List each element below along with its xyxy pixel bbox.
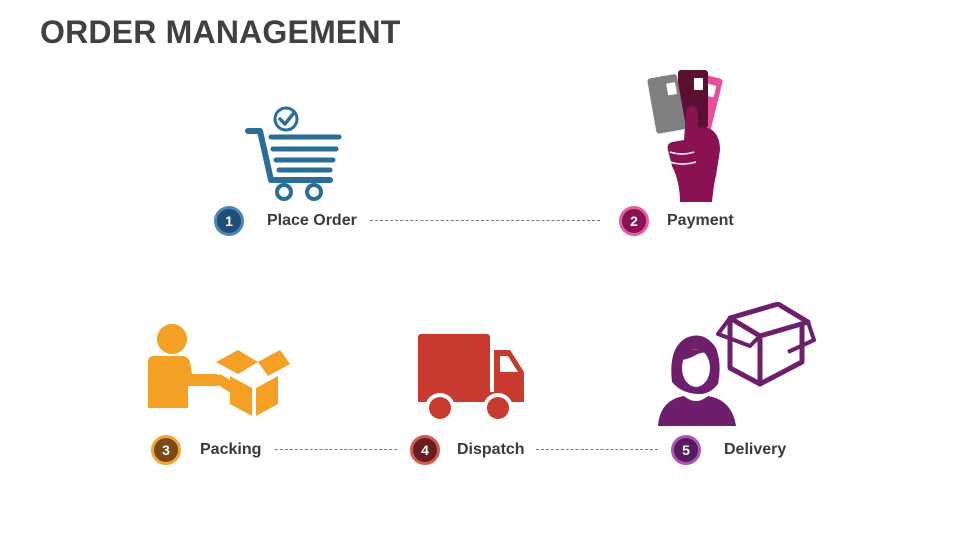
step-4-label: Dispatch xyxy=(457,441,525,458)
step-1-label: Place Order xyxy=(267,212,357,229)
delivery-truck-icon xyxy=(418,334,524,423)
hand-holding-cards-icon xyxy=(647,70,723,202)
step-2-number: 2 xyxy=(619,206,649,236)
connector-1-2 xyxy=(370,220,600,221)
step-3-number: 3 xyxy=(151,435,181,465)
connector-4-5 xyxy=(536,449,658,450)
step-5-number: 5 xyxy=(671,435,701,465)
shopping-cart-check-icon xyxy=(245,106,342,201)
step-2-label: Payment xyxy=(667,212,734,229)
person-receiving-box-icon xyxy=(658,302,816,426)
step-5-label: Delivery xyxy=(724,441,787,458)
person-packing-box-icon xyxy=(148,324,290,416)
step-3-label: Packing xyxy=(200,441,262,458)
connector-3-4 xyxy=(275,449,397,450)
step-1-number: 1 xyxy=(214,206,244,236)
step-4-number: 4 xyxy=(410,435,440,465)
slide-title: ORDER MANAGEMENT xyxy=(40,14,401,50)
